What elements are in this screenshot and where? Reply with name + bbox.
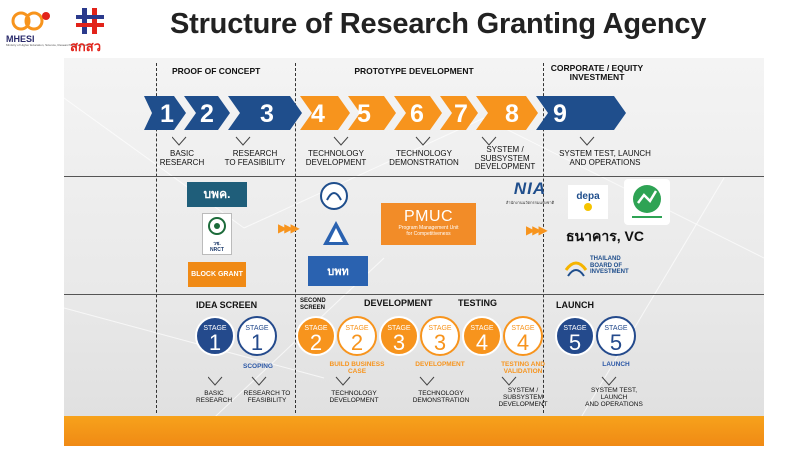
label-technology-demonstration: TECHNOLOGY DEMONSTRATION <box>389 149 459 167</box>
tsri-logo: สกสว <box>70 6 110 54</box>
mhesi-logo: MHESI Ministry of Higher Education, Scie… <box>6 10 91 52</box>
phase-idea-screen: IDEA SCREEN <box>196 300 258 310</box>
lower-pointer-icons <box>208 376 617 386</box>
step-9: 9 <box>553 100 567 128</box>
nrct-text: วช. NRCT <box>210 241 224 253</box>
step-4: 4 <box>311 100 325 128</box>
nvi-logo <box>624 179 670 225</box>
label-launch: LAUNCH <box>602 361 630 368</box>
mhesi-sub: Ministry of Higher Education, Science, R… <box>6 43 91 47</box>
stage-3b-num: 3 <box>433 330 447 355</box>
stage-1-num: 1 <box>208 330 222 355</box>
block-grant: BLOCK GRANT <box>188 262 246 287</box>
pmuc-title: PMUC <box>403 208 454 225</box>
lower-system-development: SYSTEM / SUBSYSTEM DEVELOPMENT <box>498 387 548 408</box>
phase-testing: TESTING <box>458 298 498 308</box>
sor-logo <box>320 182 348 210</box>
step-3: 3 <box>260 100 274 128</box>
nia-sub: สำนักงานนวัตกรรมแห่งชาติ <box>505 200 555 205</box>
stage-4b-num: 4 <box>516 330 530 355</box>
triangle-agency-logo-icon <box>323 221 349 245</box>
nia-name: NIA <box>513 179 547 198</box>
label-development: DEVELOPMENT <box>415 361 465 368</box>
nia-logo: NIA สำนักงานนวัตกรรมแห่งชาติ <box>500 179 560 207</box>
step-7: 7 <box>454 100 468 128</box>
step-5: 5 <box>357 100 371 128</box>
middle-separator <box>64 294 764 295</box>
top-separator <box>64 176 764 177</box>
lower-technology-development: TECHNOLOGY DEVELOPMENT <box>329 390 379 404</box>
step-6: 6 <box>410 100 424 128</box>
lower-basic-research: BASIC RESEARCH <box>195 390 233 404</box>
arrow-left-group-icon: ▶▶▶ <box>278 221 300 235</box>
section-corporate-investment: CORPORATE / EQUITY INVESTMENT <box>550 63 644 82</box>
depa-dot-icon <box>584 203 592 211</box>
nvi-mark-icon <box>632 185 662 218</box>
mhesi-rings-icon <box>11 11 50 31</box>
mhesi-name: MHESI <box>6 34 35 44</box>
section-proof-of-concept: PROOF OF CONCEPT <box>172 66 261 76</box>
bottom-strip <box>64 416 764 446</box>
stage-1b-num: 1 <box>250 330 264 355</box>
nrct-emblem-icon <box>208 217 226 235</box>
page-title: Structure of Research Granting Agency <box>170 8 707 40</box>
stage-3-num: 3 <box>392 330 406 355</box>
depa-logo: depa <box>568 185 608 219</box>
boi-emblem-icon <box>564 261 588 277</box>
boi-text: THAILAND BOARD OF INVESTMENT <box>590 256 629 275</box>
tsri-name: สกสว <box>70 39 102 54</box>
arrow-right-group-icon: ▶▶▶ <box>526 223 548 237</box>
chevron-steps <box>144 96 626 130</box>
sor-mark-icon <box>326 192 342 201</box>
stage-5-num: 5 <box>568 330 582 355</box>
nrct-logo: วช. NRCT <box>202 213 232 255</box>
stage-4-num: 4 <box>475 330 489 355</box>
label-basic-research: BASIC RESEARCH <box>159 149 205 167</box>
label-build-business-case: BUILD BUSINESS CASE <box>329 361 385 375</box>
divider-2 <box>295 63 296 413</box>
stage-2-num: 2 <box>309 330 323 355</box>
label-technology-development: TECHNOLOGY DEVELOPMENT <box>305 149 367 167</box>
label-testing-validation: TESTING AND VALIDATION <box>501 361 545 375</box>
phase-launch: LAUNCH <box>556 300 594 310</box>
bpt-logo: บพท <box>308 256 368 286</box>
pmuc-subtitle: Program Management Unit for Competitiven… <box>398 225 459 237</box>
label-system-development: SYSTEM / SUBSYSTEM DEVELOPMENT <box>474 145 536 171</box>
pmuc-logo: PMUC Program Management Unit for Competi… <box>381 203 476 245</box>
bank-vc-label: ธนาคาร, VC <box>566 228 644 244</box>
stage-2b-num: 2 <box>350 330 364 355</box>
diagram-panel: PROOF OF CONCEPT PROTOTYPE DEVELOPMENT C… <box>64 58 764 446</box>
lower-system-test: SYSTEM TEST, LAUNCH AND OPERATIONS <box>585 387 643 408</box>
stage-5b-num: 5 <box>609 330 623 355</box>
boi-logo: THAILAND BOARD OF INVESTMENT <box>564 254 634 284</box>
phase-second-screen: SECOND SCREEN <box>300 298 326 311</box>
divider-3 <box>543 63 544 413</box>
phase-development: DEVELOPMENT <box>364 298 433 308</box>
tsri-mark-icon <box>76 8 104 34</box>
lower-technology-demonstration: TECHNOLOGY DEMONSTRATION <box>412 390 470 404</box>
wpk-logo: บพค. <box>187 182 247 207</box>
label-system-test: SYSTEM TEST, LAUNCH AND OPERATIONS <box>559 149 651 167</box>
lower-research-feasibility: RESEARCH TO FEASIBILITY <box>243 390 291 404</box>
step-1: 1 <box>160 100 174 128</box>
depa-name: depa <box>576 191 600 202</box>
label-scoping: SCOPING <box>243 363 273 370</box>
step-pointer-icons <box>172 136 595 146</box>
divider-1 <box>156 63 157 413</box>
step-8: 8 <box>505 100 519 128</box>
label-research-feasibility: RESEARCH TO FEASIBILITY <box>224 149 286 167</box>
step-2: 2 <box>200 100 214 128</box>
section-prototype-development: PROTOTYPE DEVELOPMENT <box>354 66 474 76</box>
